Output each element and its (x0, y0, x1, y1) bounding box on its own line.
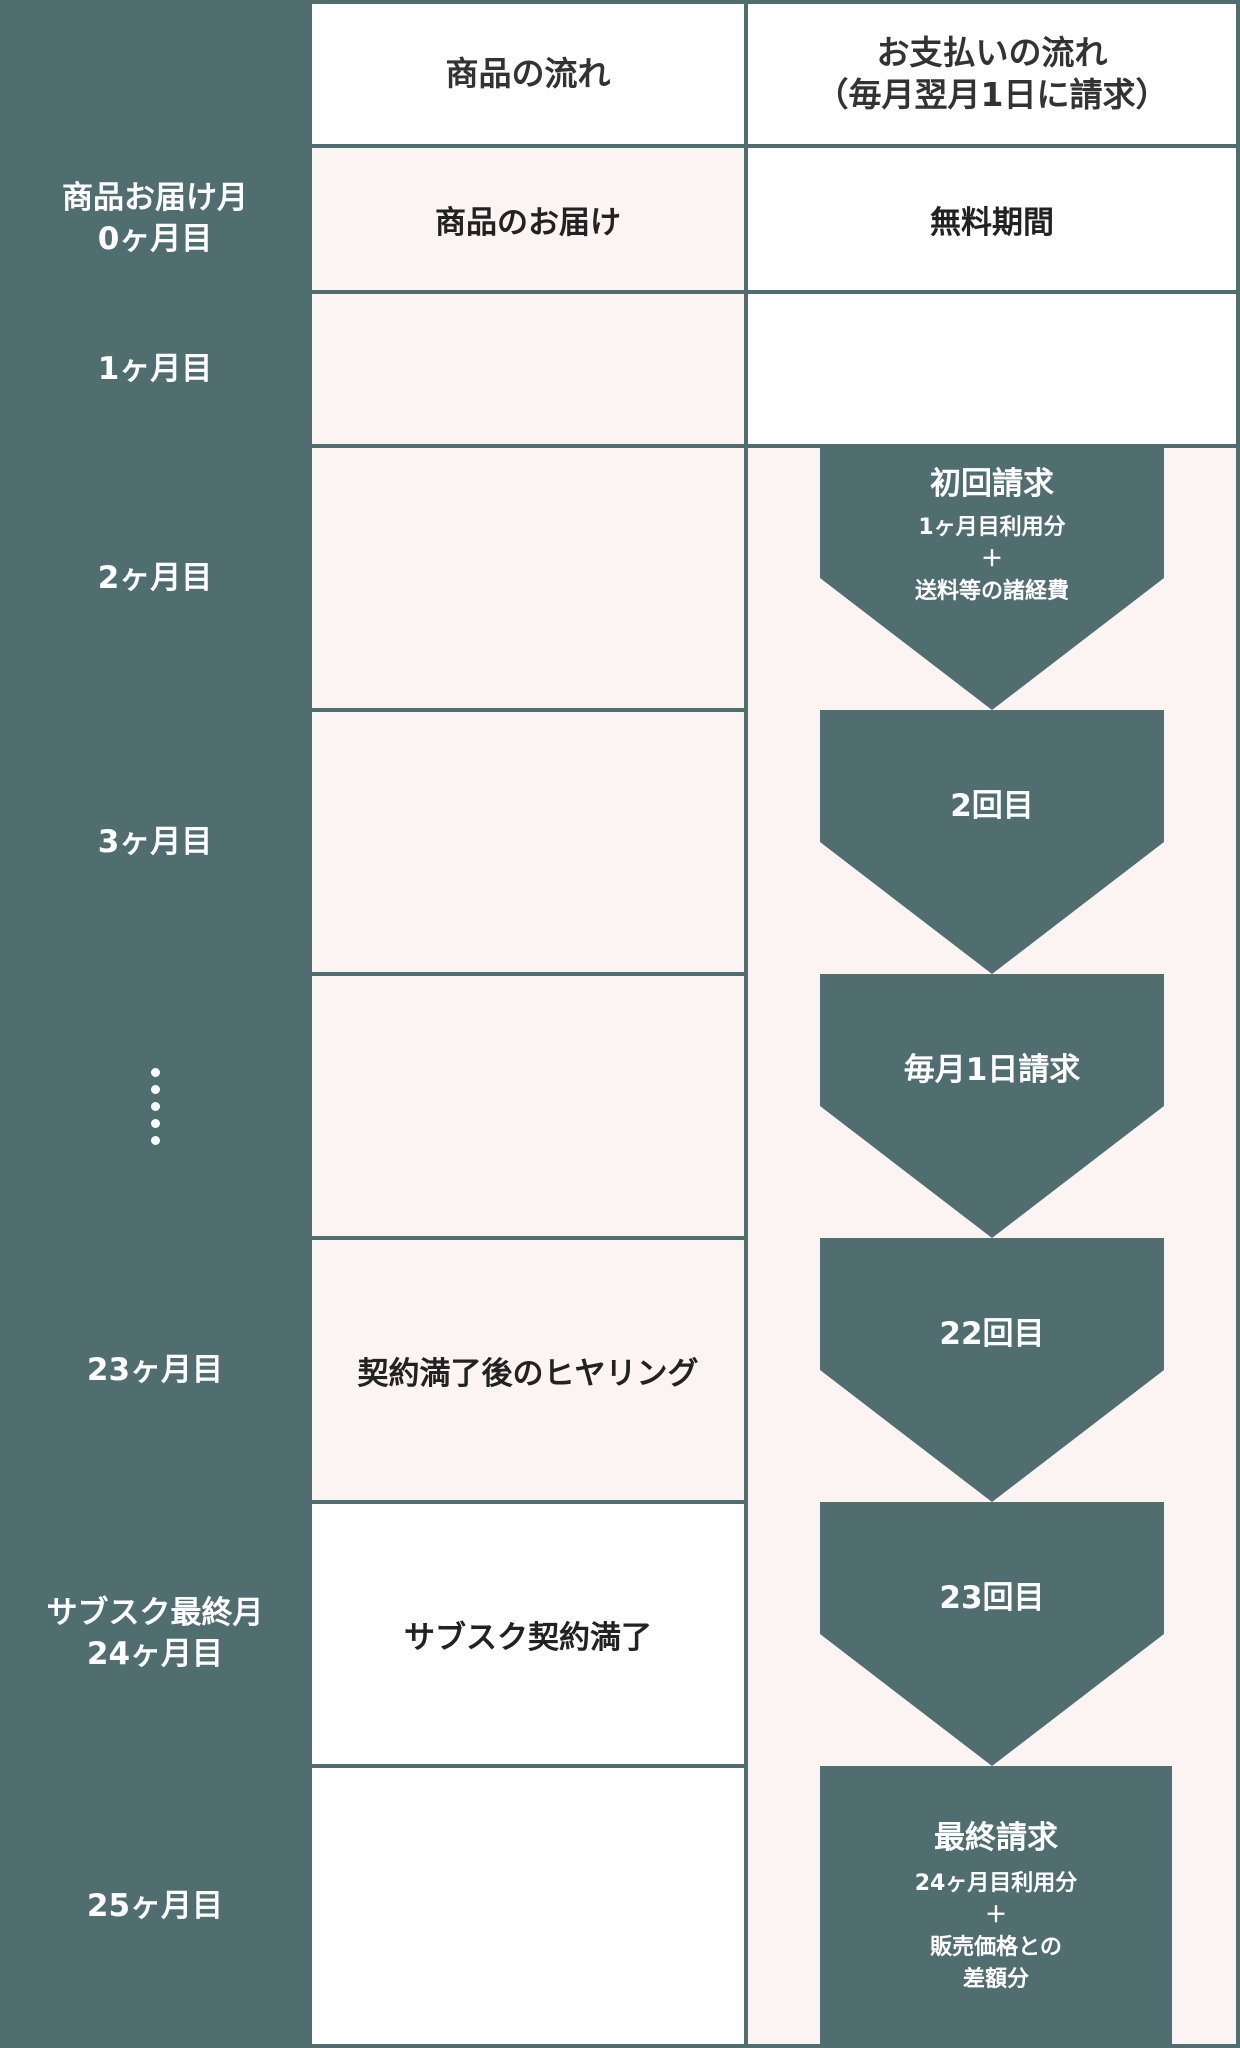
final-billing-detail: 24ヶ月目利用分 ＋ 販売価格との 差額分 (914, 1871, 1078, 1992)
second-billing-title: 2回目 (950, 788, 1034, 824)
payment-cell-month1 (748, 294, 1236, 444)
month-label-0: 商品お届け月 0ヶ月目 (62, 180, 248, 257)
23rd-billing-title: 23回目 (939, 1580, 1045, 1616)
goods-cell-month3 (312, 712, 744, 972)
goods-cell-delivery: 商品のお届け (312, 148, 744, 290)
goods-header-text: 商品の流れ (445, 54, 611, 93)
month-label-23: 23ヶ月目 (86, 1351, 224, 1388)
goods-hearing-text: 契約満了後のヒヤリング (357, 1355, 699, 1392)
22nd-billing-title: 22回目 (939, 1316, 1045, 1352)
goods-delivery-text: 商品のお届け (435, 204, 621, 241)
payment-free-text: 無料期間 (930, 204, 1054, 241)
goods-contract-end-text: サブスク契約満了 (404, 1619, 652, 1656)
final-billing-title: 最終請求 (934, 1820, 1058, 1856)
payment-header-text: お支払いの流れ （毎月翌月1日に請求） (815, 33, 1169, 114)
first-billing-title: 初回請求 (930, 466, 1054, 502)
goods-cell-contract-end: サブスク契約満了 (312, 1504, 744, 1764)
monthly-billing-title: 毎月1日請求 (903, 1052, 1081, 1088)
first-billing-detail: 1ヶ月目利用分 ＋ 送料等の諸経費 (914, 515, 1069, 604)
goods-cell-ellipsis (312, 976, 744, 1236)
payment-cell-free: 無料期間 (748, 148, 1236, 290)
month-label-24: サブスク最終月 24ヶ月目 (46, 1595, 264, 1672)
month-label-25: 25ヶ月目 (86, 1887, 224, 1924)
final-billing-box: 最終請求 24ヶ月目利用分 ＋ 販売価格との 差額分 (820, 1766, 1172, 2046)
month-label-3: 3ヶ月目 (97, 823, 213, 860)
goods-column-header: 商品の流れ (312, 4, 744, 144)
goods-cell-month1 (312, 294, 744, 444)
goods-cell-hearing: 契約満了後のヒヤリング (312, 1240, 744, 1500)
month-label-ellipsis (0, 976, 310, 1236)
month-label-1: 1ヶ月目 (97, 350, 213, 387)
goods-cell-month25 (312, 1768, 744, 2044)
payment-column-header: お支払いの流れ （毎月翌月1日に請求） (748, 4, 1236, 144)
month-label-2: 2ヶ月目 (97, 559, 213, 596)
goods-cell-month2 (312, 448, 744, 708)
vertical-dots-icon (150, 1067, 160, 1145)
